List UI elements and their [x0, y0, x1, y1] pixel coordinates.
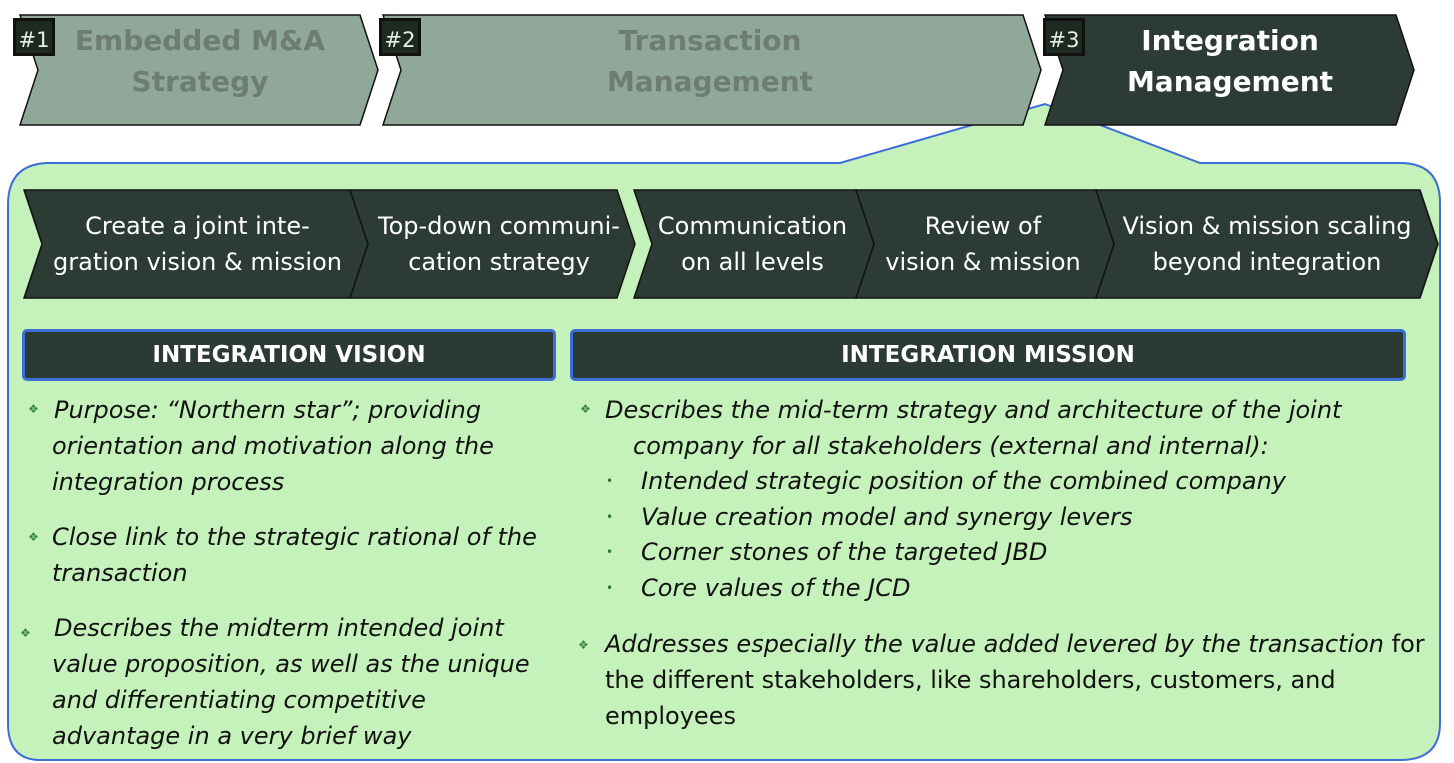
- phase-badge-2: #2: [379, 18, 421, 56]
- step-label-1: Create a joint inte- gration vision & mi…: [45, 208, 350, 280]
- phase-chevron-3: [1043, 14, 1415, 126]
- vision-bullet-1-line1: Purpose: “Northern star”; providing: [54, 396, 482, 424]
- bullet-diamond-icon: ❖: [578, 638, 589, 652]
- mission-bullet-1-line2: company for all stakeholders (external a…: [633, 432, 1269, 460]
- mission-bullet-2-italic: Addresses especially the value added lev…: [605, 630, 1384, 658]
- mission-sub-3: Corner stones of the targeted JBD: [641, 538, 1048, 566]
- mission-sub-1: Intended strategic position of the combi…: [641, 467, 1287, 495]
- bullet-diamond-icon: ❖: [28, 530, 39, 544]
- mission-bullet-1-line1: Describes the mid-term strategy and arch…: [605, 396, 1342, 424]
- phase-badge-1: #1: [13, 18, 55, 56]
- step-label-2: Top-down communi- cation strategy: [368, 208, 630, 280]
- vision-bullet-3-line4: advantage in a very brief way: [52, 722, 412, 750]
- step-1-line2: gration vision & mission: [53, 248, 342, 276]
- mission-bullet-2-line2: the different stakeholders, like shareho…: [605, 666, 1336, 694]
- step-5-line1: Vision & mission scaling: [1122, 212, 1412, 240]
- phase-label-3-line2: Management: [1126, 65, 1334, 98]
- step-label-4: Review of vision & mission: [872, 208, 1094, 280]
- step-2-line1: Top-down communi-: [378, 212, 620, 240]
- step-label-3: Communication on all levels: [650, 208, 855, 280]
- bullet-diamond-icon: ❖: [28, 402, 39, 416]
- phase-chevron-1: [18, 14, 379, 126]
- phase-label-2: Transaction Management: [560, 20, 860, 102]
- step-chevron-5: [1094, 189, 1439, 299]
- step-4-line1: Review of: [924, 212, 1042, 240]
- vision-bullet-1-line3: integration process: [52, 468, 285, 496]
- mission-sub-4: Core values of the JCD: [641, 574, 911, 602]
- vision-bullet-1: Purpose: “Northern star”; providing orie…: [52, 392, 552, 500]
- vision-bullet-3-line1: Describes the midterm intended joint: [54, 614, 504, 642]
- phase-label-3: Integration Management: [1095, 20, 1365, 102]
- step-1-line1: Create a joint inte-: [85, 212, 310, 240]
- step-5-line2: beyond integration: [1152, 248, 1382, 276]
- phase-chevron-2: [381, 14, 1042, 126]
- bullet-diamond-icon: ❖: [20, 626, 31, 640]
- vision-bullet-2: Close link to the strategic rational of …: [52, 519, 552, 591]
- step-3-line2: on all levels: [681, 248, 824, 276]
- mission-bullet-2-rest: for: [1384, 630, 1425, 658]
- phase-label-1-line1: Embedded M&A: [74, 24, 326, 57]
- vision-bullet-3-line2: value proposition, as well as the unique: [52, 650, 530, 678]
- mission-bullet-2: Addresses especially the value added lev…: [605, 626, 1435, 734]
- mission-header: INTEGRATION MISSION: [570, 329, 1406, 381]
- phase-label-3-line1: Integration: [1141, 24, 1319, 57]
- sub-bullet-dot: •: [606, 510, 614, 524]
- sub-bullet-dot: •: [606, 545, 614, 559]
- step-chevron-2: [348, 189, 636, 299]
- vision-bullet-1-line2: orientation and motivation along the: [52, 432, 494, 460]
- vision-bullet-2-line1: Close link to the strategic rational of …: [52, 523, 537, 551]
- phase-label-2-line2: Management: [606, 65, 814, 98]
- bullet-diamond-icon: ❖: [580, 402, 591, 416]
- phase-badge-3: #3: [1043, 18, 1085, 56]
- vision-bullet-3: Describes the midterm intended joint val…: [52, 610, 552, 754]
- vision-bullet-3-line3: and differentiating competitive: [52, 686, 426, 714]
- mission-sub-2: Value creation model and synergy levers: [641, 503, 1133, 531]
- vision-header: INTEGRATION VISION: [22, 329, 556, 381]
- step-label-5: Vision & mission scaling beyond integrat…: [1112, 208, 1422, 280]
- step-4-line2: vision & mission: [885, 248, 1081, 276]
- mission-bullet-1: Describes the mid-term strategy and arch…: [605, 392, 1425, 464]
- step-3-line1: Communication: [657, 212, 848, 240]
- sub-bullet-dot: •: [606, 474, 614, 488]
- vision-bullet-2-line2: transaction: [52, 559, 188, 587]
- phase-label-1-line2: Strategy: [131, 65, 269, 98]
- step-2-line2: cation strategy: [408, 248, 590, 276]
- phase-label-2-line1: Transaction: [618, 24, 802, 57]
- phase-label-1: Embedded M&A Strategy: [60, 20, 340, 102]
- sub-bullet-dot: •: [606, 581, 614, 595]
- mission-bullet-2-line3: employees: [605, 702, 736, 730]
